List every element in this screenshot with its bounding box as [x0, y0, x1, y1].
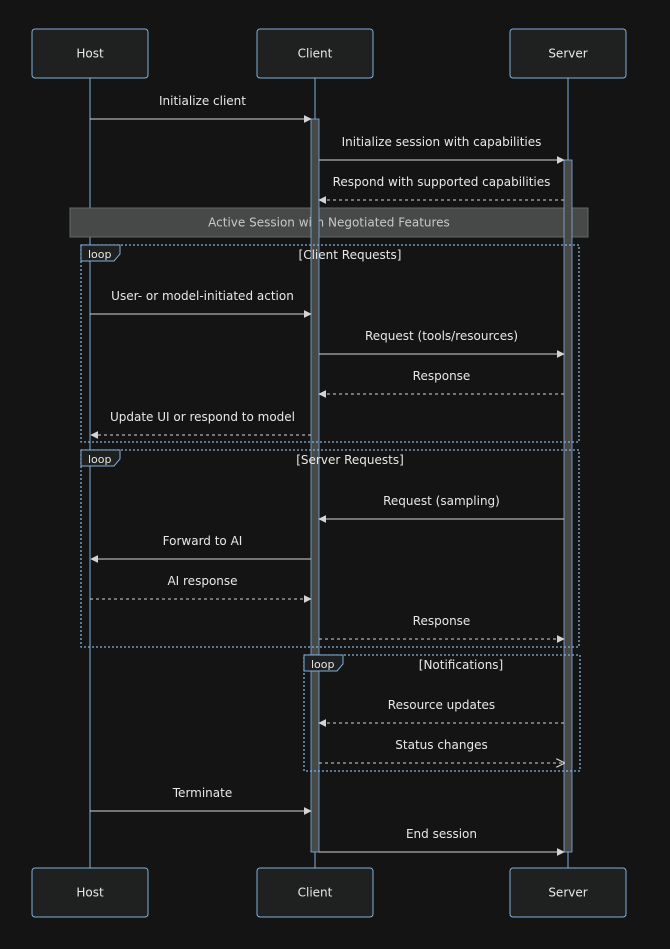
- message-label: Status changes: [395, 738, 487, 752]
- message-m6: Response: [318, 369, 564, 398]
- message-label: User- or model-initiated action: [111, 289, 294, 303]
- loop-client-requests-title: [Client Requests]: [299, 248, 402, 262]
- loop-notifications: loop [Notifications]: [303, 654, 581, 772]
- actor-host-top-label: Host: [76, 47, 104, 61]
- loop-server-requests: loop [Server Requests]: [80, 449, 580, 648]
- message-label: Response: [413, 614, 471, 628]
- message-m15: End session: [319, 827, 565, 856]
- message-label: Request (sampling): [383, 494, 500, 508]
- actor-host-bottom: Host: [31, 867, 149, 918]
- message-m11: Response: [319, 614, 565, 643]
- note-active-session: Active Session with Negotiated Features: [69, 207, 589, 238]
- actor-host-top: Host: [31, 28, 149, 79]
- message-label: Terminate: [172, 786, 232, 800]
- actor-server-bottom: Server: [509, 867, 627, 918]
- loop-client-requests: loop [Client Requests]: [80, 244, 580, 443]
- actor-client-bottom-label: Client: [298, 886, 333, 900]
- actor-client-top: Client: [256, 28, 374, 79]
- message-label: AI response: [167, 574, 237, 588]
- actor-server-bottom-label: Server: [548, 886, 587, 900]
- message-m1: Initialize client: [90, 94, 312, 123]
- message-m13: Status changes: [319, 738, 564, 763]
- message-m7: Update UI or respond to model: [90, 410, 311, 439]
- message-label: End session: [406, 827, 477, 841]
- message-label: Initialize client: [159, 94, 246, 108]
- message-label: Request (tools/resources): [365, 329, 518, 343]
- message-label: Response: [413, 369, 471, 383]
- message-m10: AI response: [90, 574, 312, 603]
- actor-host-bottom-label: Host: [76, 886, 104, 900]
- note-label: Active Session with Negotiated Features: [208, 216, 450, 230]
- activation-client: [310, 118, 320, 853]
- loop-client-requests-tag: loop: [88, 248, 112, 261]
- actor-server-top: Server: [509, 28, 627, 79]
- message-label: Respond with supported capabilities: [333, 175, 551, 189]
- message-m4: User- or model-initiated action: [90, 289, 312, 318]
- message-m12: Resource updates: [318, 698, 564, 727]
- actor-client-top-label: Client: [298, 47, 333, 61]
- message-label: Resource updates: [388, 698, 495, 712]
- activation-server: [563, 159, 573, 853]
- message-label: Initialize session with capabilities: [342, 135, 542, 149]
- actor-server-top-label: Server: [548, 47, 587, 61]
- loop-server-requests-title: [Server Requests]: [296, 453, 404, 467]
- message-m5: Request (tools/resources): [319, 329, 565, 358]
- message-m14: Terminate: [90, 786, 312, 815]
- message-label: Forward to AI: [163, 534, 243, 548]
- actor-client-bottom: Client: [256, 867, 374, 918]
- loop-server-requests-tag: loop: [88, 453, 112, 466]
- message-m2: Initialize session with capabilities: [319, 135, 565, 164]
- message-m3: Respond with supported capabilities: [318, 175, 564, 204]
- message-label: Update UI or respond to model: [110, 410, 295, 424]
- loop-notifications-title: [Notifications]: [419, 658, 503, 672]
- message-m9: Forward to AI: [90, 534, 311, 563]
- loop-notifications-tag: loop: [311, 658, 335, 671]
- message-m8: Request (sampling): [318, 494, 564, 523]
